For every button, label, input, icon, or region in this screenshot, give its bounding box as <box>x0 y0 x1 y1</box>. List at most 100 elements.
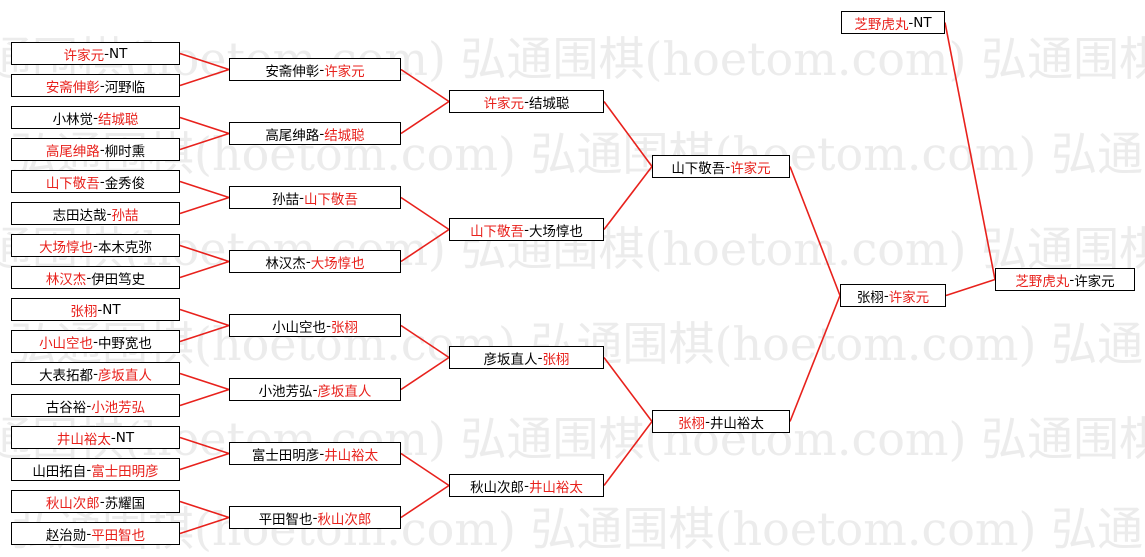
separator: - <box>93 365 98 382</box>
match-box-r1: 林汉杰-伊田笃史 <box>11 266 180 289</box>
connector-line <box>179 388 230 407</box>
player-name: 孙喆 <box>111 207 139 224</box>
separator: - <box>99 141 105 158</box>
match-box-r2: 安斋伸彰-许家元 <box>229 58 401 81</box>
player-name: 山下敬吾 <box>470 223 525 240</box>
connector-line <box>400 356 450 391</box>
player-name: NT <box>913 14 932 31</box>
connector-line <box>179 452 230 471</box>
separator: - <box>86 397 92 414</box>
separator: - <box>86 525 92 542</box>
connector-line <box>603 166 653 230</box>
player-name: 高尾绅路 <box>265 127 320 144</box>
watermark-text: 弘通围棋(hoetom.com) 弘通围棋(hoetom.com) 弘通围棋(h… <box>10 127 1145 181</box>
connector-line <box>179 132 230 151</box>
player-name: 结城聪 <box>324 127 365 144</box>
player-name: 伊田笃史 <box>91 271 146 288</box>
player-name: 张栩 <box>70 303 98 320</box>
match-box-r1: 古谷裕-小池芳弘 <box>11 394 180 417</box>
player-name: 井山裕太 <box>56 431 111 448</box>
connector-line <box>179 116 230 135</box>
separator: - <box>326 317 331 334</box>
player-name: 张栩 <box>542 351 570 368</box>
player-name: 山田拓自 <box>32 463 87 480</box>
connector-line <box>400 452 450 487</box>
player-name: 中野宽也 <box>97 335 152 352</box>
player-name: 金秀俊 <box>104 175 146 192</box>
separator: - <box>537 349 543 366</box>
player-name: NT <box>115 429 135 446</box>
match-box-r4: 张栩-井山裕太 <box>652 410 790 433</box>
match-box-r1: 志田达哉-孙喆 <box>11 202 180 225</box>
player-name: 平田智也 <box>91 527 146 544</box>
match-box-r2: 小山空也-张栩 <box>229 314 401 337</box>
connector-line <box>400 100 450 135</box>
match-box-seed: 芝野虎丸-NT <box>841 11 945 34</box>
connector-line <box>789 295 841 422</box>
separator: - <box>319 445 325 462</box>
connector-line <box>179 180 230 199</box>
match-box-r1: 张栩-NT <box>11 298 180 321</box>
player-name: 小池芳弘 <box>91 399 146 416</box>
watermark-text: 弘通围棋(hoetom.com) 弘通围棋(hoetom.com) 弘通围棋(h… <box>0 412 1145 466</box>
separator: - <box>312 509 318 526</box>
player-name: 本木克弥 <box>97 239 152 256</box>
player-name: NT <box>102 301 121 318</box>
match-box-r3: 许家元-结城聪 <box>449 90 604 113</box>
player-name: 小林觉 <box>52 111 94 128</box>
player-name: 井山裕太 <box>324 447 379 464</box>
connector-line <box>179 52 230 71</box>
connector-line <box>400 228 450 263</box>
connector-line <box>179 372 230 391</box>
player-name: 柳时熏 <box>104 143 146 160</box>
separator: - <box>299 189 304 206</box>
separator: - <box>97 301 103 318</box>
connector-line <box>945 278 996 297</box>
connector-line <box>603 421 653 486</box>
player-name: 秋山次郎 <box>45 495 100 512</box>
separator: - <box>319 125 325 142</box>
match-box-r1: 山下敬吾-金秀俊 <box>11 170 180 193</box>
match-box-r2: 孙喆-山下敬吾 <box>229 186 401 209</box>
separator: - <box>883 287 889 304</box>
match-box-r1: 大场惇也-本木克弥 <box>11 234 180 257</box>
player-name: 许家元 <box>483 95 525 112</box>
match-box-r1: 高尾绅路-柳时熏 <box>11 138 180 161</box>
connector-line <box>179 324 230 343</box>
separator: - <box>908 14 914 31</box>
match-box-r1: 山田拓自-富士田明彦 <box>11 458 180 481</box>
player-name: 彦坂直人 <box>317 383 372 400</box>
player-name: 志田达哉 <box>52 207 107 224</box>
match-box-r1: 秋山次郎-苏耀国 <box>11 490 180 513</box>
player-name: 张栩 <box>330 319 358 336</box>
player-name: 苏耀国 <box>104 495 146 512</box>
player-name: 大场惇也 <box>310 255 365 272</box>
match-box-r3: 秋山次郎-井山裕太 <box>449 474 604 497</box>
player-name: 孙喆 <box>272 191 300 208</box>
connector-line <box>400 68 450 103</box>
separator: - <box>725 158 731 175</box>
connector-line <box>944 22 996 280</box>
separator: - <box>86 269 92 286</box>
player-name: 山下敬吾 <box>671 160 726 177</box>
player-name: 富士田明彦 <box>251 447 320 464</box>
match-box-r5: 张栩-许家元 <box>840 284 946 307</box>
match-box-r3: 彦坂直人-张栩 <box>449 346 604 369</box>
player-name: 小山空也 <box>39 335 94 352</box>
player-name: 平田智也 <box>258 511 313 528</box>
player-name: 山下敬吾 <box>45 175 100 192</box>
player-name: 许家元 <box>730 160 771 177</box>
match-box-r1: 小山空也-中野宽也 <box>11 330 180 353</box>
player-name: 井山裕太 <box>528 479 583 496</box>
match-box-r3: 山下敬吾-大场惇也 <box>449 218 604 241</box>
player-name: 秋山次郎 <box>470 479 525 496</box>
separator: - <box>104 45 109 62</box>
separator: - <box>110 429 116 446</box>
separator: - <box>524 477 529 494</box>
separator: - <box>1069 271 1075 288</box>
watermark-text: 弘通围棋(hoetom.com) 弘通围棋(hoetom.com) 弘通围棋(h… <box>10 502 1145 556</box>
player-name: 山下敬吾 <box>303 191 358 208</box>
separator: - <box>86 461 92 478</box>
player-name: 富士田明彦 <box>91 463 159 480</box>
connector-line <box>179 196 230 215</box>
